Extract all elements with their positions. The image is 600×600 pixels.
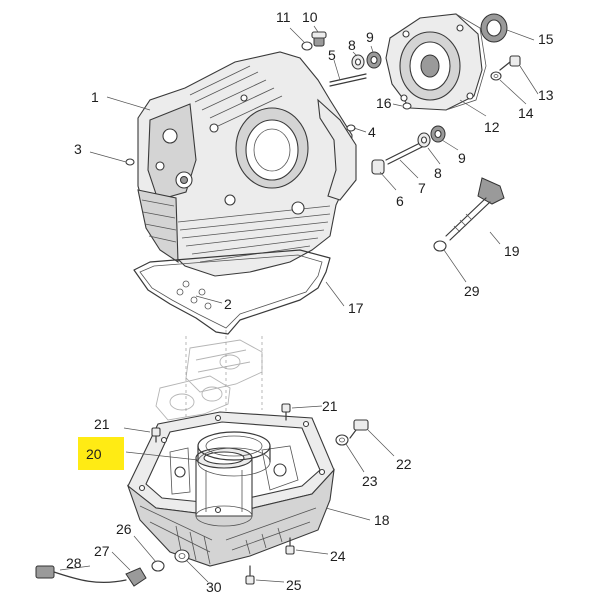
callout-20: 20 (86, 446, 102, 462)
sleeve-part-6 (371, 159, 385, 175)
callout-17: 17 (348, 300, 364, 316)
callout-30: 30 (206, 579, 222, 595)
oil-pump-cover (385, 13, 487, 111)
o-ring-part-29 (433, 240, 447, 252)
callout-10: 10 (302, 9, 318, 25)
filter-housing-part-20 (197, 431, 271, 477)
bolt-part-21-right (281, 403, 291, 421)
callout-24: 24 (330, 548, 346, 564)
callout-13: 13 (538, 87, 554, 103)
callout-29: 29 (464, 283, 480, 299)
callout-21-right: 21 (322, 398, 338, 414)
callout-6: 6 (396, 193, 404, 209)
nut-part-8-lower (417, 132, 431, 148)
washer-part-23 (335, 434, 349, 446)
callout-7: 7 (418, 180, 426, 196)
callout-9-top: 9 (366, 29, 374, 45)
callout-21-left: 21 (94, 416, 110, 432)
plug-part-10 (311, 31, 327, 47)
highlight-box-part-20 (78, 437, 124, 470)
nut-part-9-top (366, 51, 382, 69)
washer-part-14 (490, 71, 502, 81)
dipstick (445, 177, 505, 241)
dowel-part-16 (402, 102, 412, 110)
stud-part-5 (329, 73, 367, 87)
callout-18: 18 (374, 512, 390, 528)
callout-4: 4 (368, 124, 376, 140)
callout-28: 28 (66, 555, 82, 571)
dowel-part-3 (125, 158, 135, 166)
oil-sump (126, 411, 335, 567)
drain-bolt-part-22 (349, 419, 369, 439)
o-ring-part-30 (174, 549, 190, 563)
oil-seal (480, 13, 508, 43)
callout-1: 1 (91, 89, 99, 105)
bolt-part-21-left (151, 427, 161, 443)
gasket (133, 249, 331, 335)
sensor-part-27 (125, 567, 147, 587)
callout-19: 19 (504, 243, 520, 259)
callout-15: 15 (538, 31, 554, 47)
washer-part-11 (301, 41, 313, 51)
callout-26: 26 (116, 521, 132, 537)
callout-5: 5 (328, 47, 336, 63)
callout-23: 23 (362, 473, 378, 489)
callout-27: 27 (94, 543, 110, 559)
callout-3: 3 (74, 141, 82, 157)
bolt-part-25 (245, 565, 255, 585)
callout-16: 16 (376, 95, 392, 111)
nut-part-8-top (351, 54, 365, 70)
callout-labels: 1 2 3 4 5 6 7 8 8 9 9 10 11 12 13 14 15 … (66, 9, 554, 595)
ghost-filter-assembly (155, 330, 263, 430)
callout-22: 22 (396, 456, 412, 472)
callout-9-lower: 9 (458, 150, 466, 166)
callout-8-lower: 8 (434, 165, 442, 181)
callout-8-top: 8 (348, 37, 356, 53)
callout-25: 25 (286, 577, 302, 593)
callout-14: 14 (518, 105, 534, 121)
callout-12: 12 (484, 119, 500, 135)
crankcase (137, 51, 357, 277)
washer-part-26 (151, 560, 165, 572)
bolt-part-24 (285, 537, 295, 555)
sensor-cable-part-28 (35, 565, 127, 583)
leader-lines (59, 25, 539, 583)
callout-2: 2 (224, 296, 232, 312)
bolt-part-13 (499, 55, 521, 71)
callout-11: 11 (276, 9, 291, 25)
dowel-part-4 (346, 124, 356, 132)
nut-part-9-lower (430, 125, 446, 143)
